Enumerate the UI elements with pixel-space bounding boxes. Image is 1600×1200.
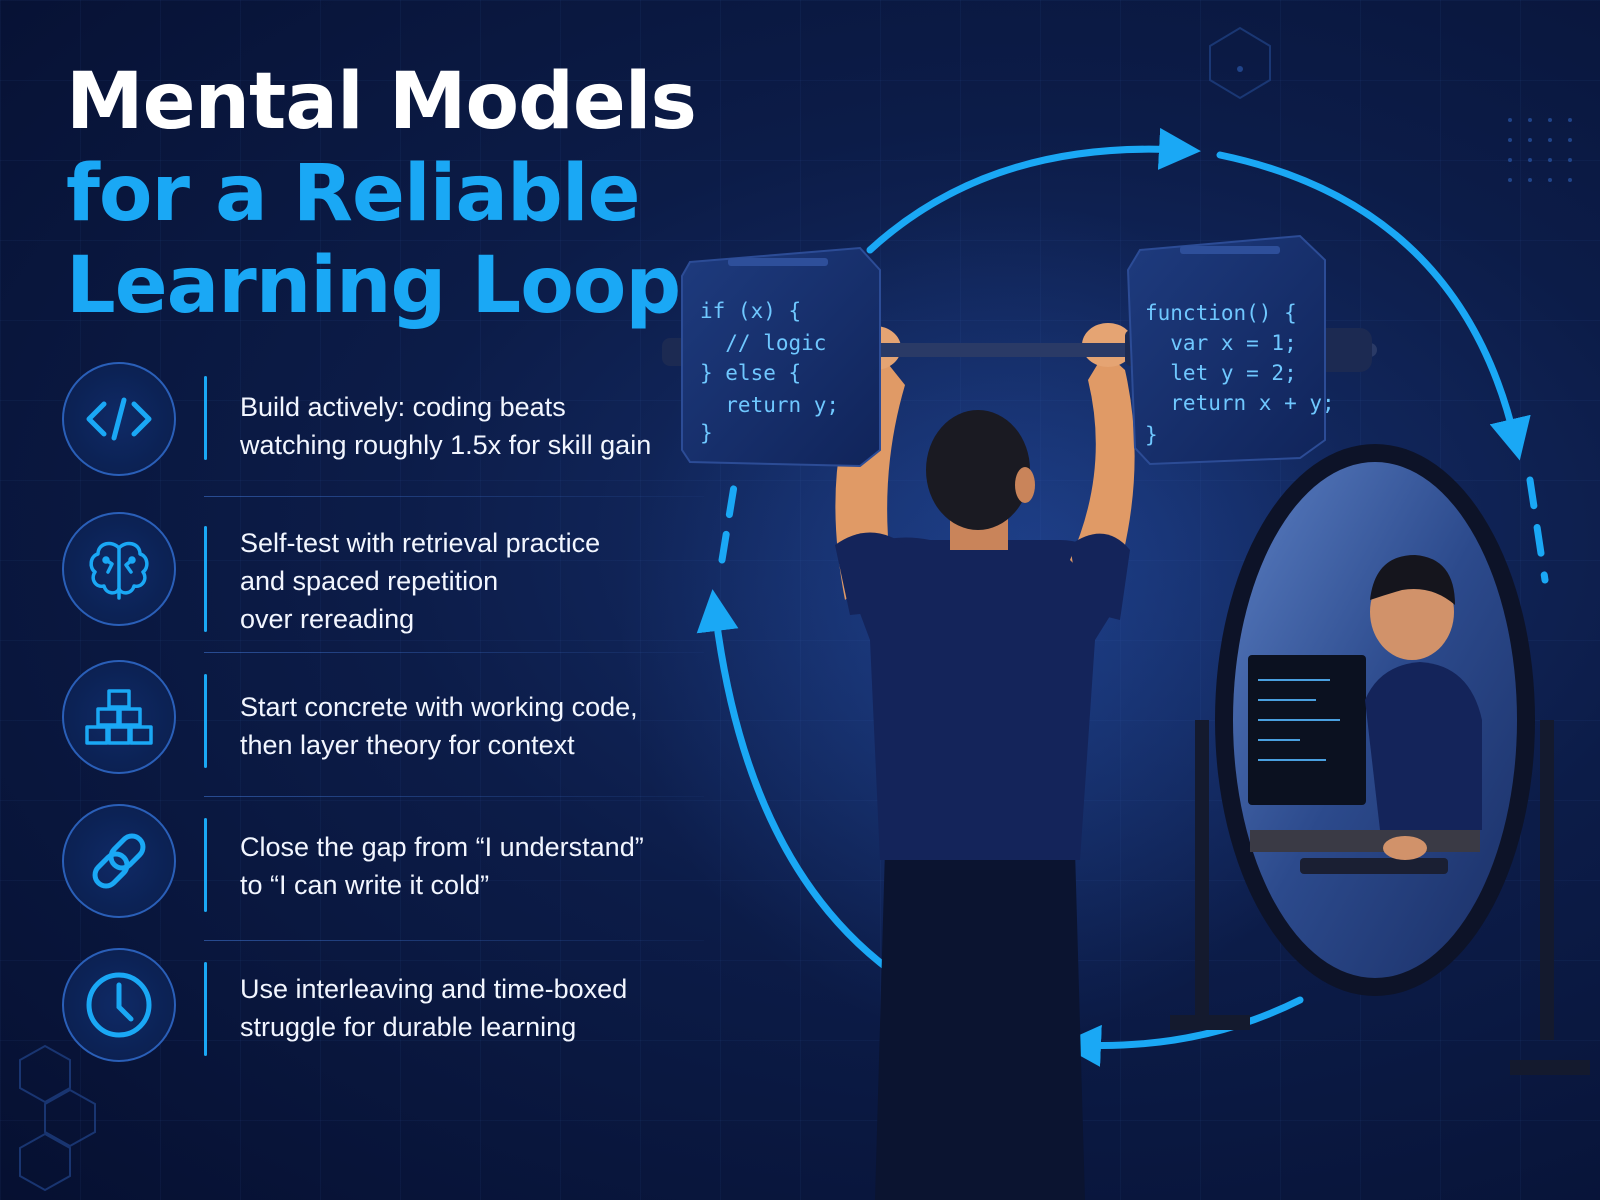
loop-dash-left <box>718 476 739 564</box>
barbell-plate-left: if (x) { // logic } else { return y; } <box>681 246 881 468</box>
reflection-person <box>1365 662 1482 830</box>
tip-text: Build actively: coding beats watching ro… <box>240 392 652 460</box>
tip-item-start-concrete: Start concrete with working code, then l… <box>60 660 704 797</box>
code-line: return y; <box>700 393 839 417</box>
tip-text: Close the gap from “I understand” to “I … <box>240 832 644 900</box>
barbell-plate-right: function() { var x = 1; let y = 2; retur… <box>1126 234 1335 466</box>
tip-text: Self-test with retrieval practice and sp… <box>240 528 601 634</box>
code-line: let y = 2; <box>1145 361 1297 385</box>
title-line-2: for a Reliable <box>66 149 640 239</box>
tip-accent-bar <box>204 674 207 768</box>
clock-icon <box>62 948 176 1062</box>
decorative-hexagons <box>19 26 1271 1192</box>
code-line: } <box>700 421 713 445</box>
tip-item-interleaving: Use interleaving and time-boxed struggle… <box>60 948 680 1078</box>
tip-divider <box>204 940 704 941</box>
barbell: if (x) { // logic } else { return y; } f… <box>662 234 1377 468</box>
tip-accent-bar <box>204 526 207 632</box>
blocks-icon <box>62 660 176 774</box>
tip-divider <box>204 496 704 497</box>
code-line: // logic <box>700 331 826 355</box>
link-icon <box>62 804 176 918</box>
tip-divider <box>204 652 704 653</box>
code-line: return x + y; <box>1145 391 1335 415</box>
loop-arrow-top <box>866 127 1201 254</box>
title-line-1: Mental Models <box>66 57 697 147</box>
tip-accent-bar <box>204 818 207 912</box>
lifter-figure <box>835 323 1135 1200</box>
loop-arrow-right <box>1216 151 1531 461</box>
tip-item-close-gap: Close the gap from “I understand” to “I … <box>60 804 704 941</box>
reflection-desk <box>1250 830 1480 852</box>
tip-item-self-test: Self-test with retrieval practice and sp… <box>60 512 704 653</box>
decorative-dots <box>1237 66 1572 182</box>
code-line: function() { <box>1145 301 1297 325</box>
code-line: if (x) { <box>700 299 801 323</box>
loop-arrow-bottom <box>1059 996 1304 1067</box>
loop-arrows <box>696 127 1549 1067</box>
tip-text: Start concrete with working code, then l… <box>240 692 638 760</box>
tip-text: Use interleaving and time-boxed struggle… <box>240 974 628 1042</box>
tip-divider <box>204 796 704 797</box>
tip-accent-bar <box>204 962 207 1056</box>
code-line: } <box>1145 423 1158 447</box>
code-line: } else { <box>700 361 801 385</box>
tip-accent-bar <box>204 376 207 460</box>
code-line: var x = 1; <box>1145 331 1297 355</box>
reflection-monitor <box>1248 655 1366 805</box>
title-line-3: Learning Loop <box>66 241 681 331</box>
brain-icon <box>62 512 176 626</box>
tip-item-build-actively: Build actively: coding beats watching ro… <box>60 362 704 497</box>
loop-dash-right <box>1526 476 1549 584</box>
mirror <box>1170 444 1590 1075</box>
page-title: Mental Models for a Reliable Learning Lo… <box>66 56 697 332</box>
code-icon <box>62 362 176 476</box>
